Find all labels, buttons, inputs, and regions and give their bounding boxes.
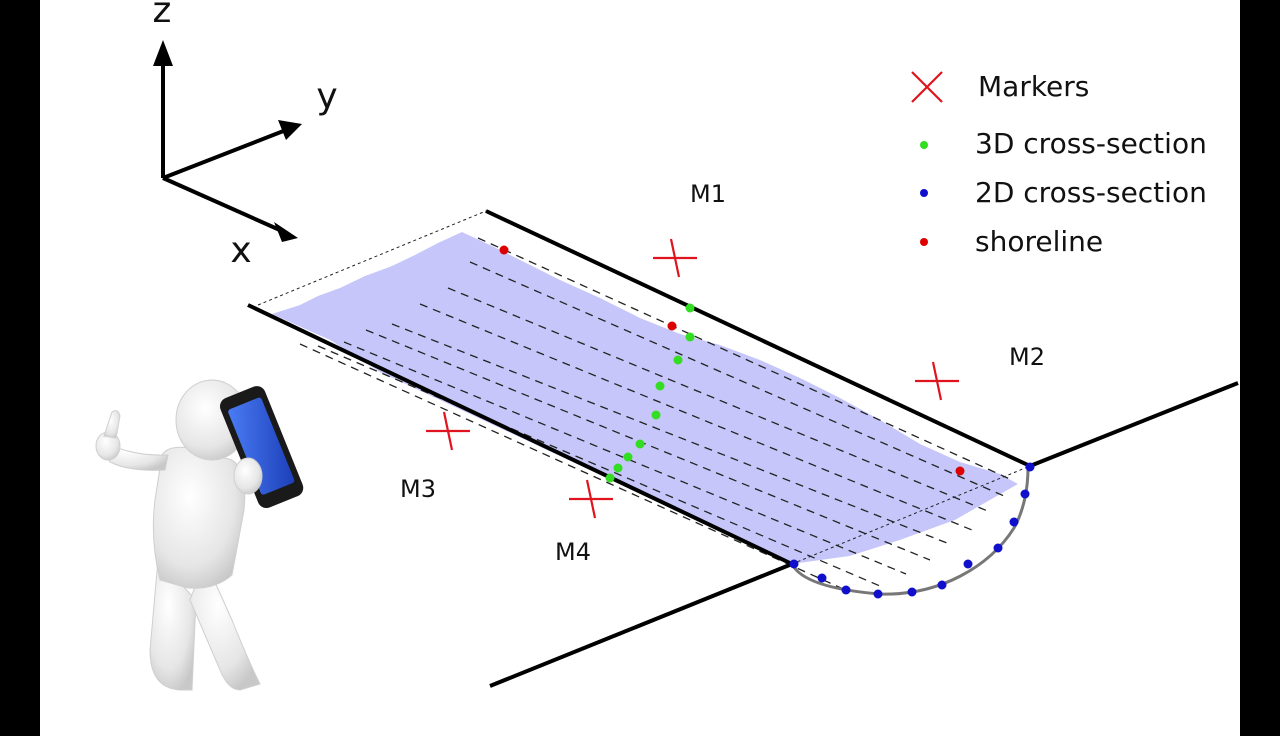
cross-section-3d-point	[635, 439, 645, 449]
marker-cross-m1	[653, 238, 697, 278]
cross-section-3d-point	[655, 381, 665, 391]
marker-cross-m2	[915, 361, 959, 401]
transect-line	[391, 323, 953, 546]
person-with-phone-illustration	[95, 379, 304, 691]
transect-line	[365, 329, 931, 561]
channel-bed-profile	[790, 467, 1030, 596]
person-torso	[152, 446, 246, 589]
legend-shoreline-label: shoreline	[975, 225, 1103, 258]
transect-line	[299, 343, 851, 593]
cross-section-2d-point	[1025, 462, 1035, 472]
cross-section-2d-point	[963, 559, 973, 569]
person-thumb	[103, 410, 121, 439]
shoreline-points	[499, 245, 965, 476]
transect-lines	[299, 237, 1013, 593]
transect-line	[419, 303, 973, 531]
cross-section-2d-point	[993, 543, 1003, 553]
marker-label-m1: M1	[690, 180, 726, 208]
shoreline-point	[499, 245, 509, 255]
marker-label-m3: M3	[400, 475, 436, 503]
diagram-canvas: z y x M1 M2 M3 M4	[40, 0, 1240, 736]
cross-section-2d-point	[937, 580, 947, 590]
z-axis-arrowhead	[153, 40, 173, 66]
x-axis-line	[162, 176, 283, 233]
legend-shoreline-symbol	[920, 238, 928, 246]
downstream-edge-line	[791, 465, 1031, 565]
cross-section-2d-point	[873, 589, 883, 599]
marker-cross-m3	[426, 411, 470, 451]
legend-2d-label: 2D cross-section	[975, 176, 1207, 209]
y-axis-label: y	[316, 76, 337, 117]
river-cross-section-diagram: z y x M1 M2 M3 M4	[95, 0, 1239, 691]
marker-crosses	[426, 238, 959, 519]
legend-markers-symbol	[911, 71, 943, 103]
cross-section-3d-point	[685, 332, 695, 342]
marker-cross-m4	[569, 479, 613, 519]
upstream-edge-line	[257, 210, 487, 306]
transect-line	[343, 341, 907, 575]
person-right-hand	[233, 457, 263, 495]
far-terrain-line	[1029, 381, 1239, 468]
shoreline-point	[955, 466, 965, 476]
legend-3d-label: 3D cross-section	[975, 127, 1207, 160]
cross-section-2d-point	[841, 585, 851, 595]
surface-outline	[257, 210, 1031, 565]
marker-label-m4: M4	[555, 538, 591, 566]
near-bank-line	[247, 303, 793, 566]
x-axis-arrowhead	[274, 222, 298, 242]
cross-section-2d-points	[789, 462, 1035, 599]
cross-section-3d-point	[623, 452, 633, 462]
cross-section-3d-point	[685, 303, 695, 313]
far-bank-line	[485, 209, 1031, 468]
y-axis-line	[162, 128, 287, 180]
water-surface	[272, 232, 1018, 564]
x-axis-label: x	[230, 230, 251, 271]
legend-2d-symbol	[920, 189, 928, 197]
phone-screen	[228, 397, 295, 495]
river-banks	[247, 209, 1239, 688]
y-axis-arrowhead	[278, 120, 302, 140]
cross-section-2d-point	[789, 559, 799, 569]
cross-section-2d-point	[1009, 517, 1019, 527]
near-terrain-line	[489, 562, 793, 688]
z-axis-label: z	[153, 0, 172, 31]
cross-section-3d-point	[673, 355, 683, 365]
marker-label-m2: M2	[1009, 343, 1045, 371]
phone-icon	[219, 386, 304, 509]
shoreline-point	[667, 321, 677, 331]
person-right-leg	[189, 558, 261, 691]
cross-section-3d-point	[605, 473, 615, 483]
cross-section-3d-point	[651, 410, 661, 420]
cross-section-3d-points	[605, 303, 695, 483]
cross-section-3d-point	[613, 463, 623, 473]
legend-3d-symbol	[920, 141, 928, 149]
legend: Markers 3D cross-section 2D cross-sectio…	[911, 70, 1207, 258]
cross-section-2d-point	[907, 587, 917, 597]
axis-system: z y x	[153, 0, 338, 271]
transect-line	[317, 345, 881, 587]
cross-section-2d-point	[817, 573, 827, 583]
cross-section-2d-point	[1020, 489, 1030, 499]
legend-markers-label: Markers	[978, 70, 1089, 103]
person-left-leg	[149, 558, 197, 691]
